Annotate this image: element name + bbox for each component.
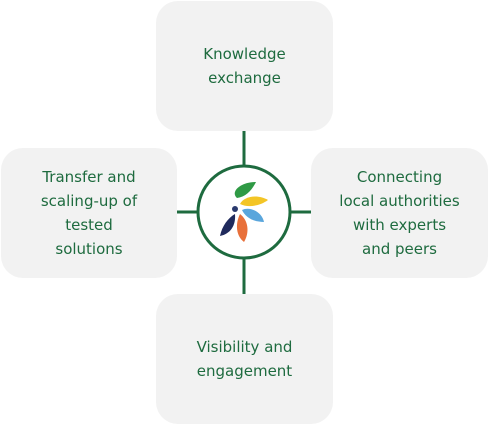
box-line: solutions: [55, 240, 123, 258]
box-line: Transfer and: [42, 168, 136, 186]
box-line: local authorities: [339, 192, 460, 210]
box-line: Connecting: [356, 168, 443, 186]
box-line: Knowledge: [203, 45, 286, 63]
box-line: tested: [65, 216, 113, 234]
knowledge-exchange-box: Knowledge exchange: [156, 1, 333, 131]
box-line: and peers: [362, 240, 437, 258]
visibility-engagement-box: Visibility and engagement: [156, 294, 333, 424]
box-line: Visibility and: [196, 338, 293, 356]
box-line: exchange: [208, 69, 281, 87]
transfer-scaling-box: Transfer and scaling-up of tested soluti…: [1, 148, 177, 278]
box-line: scaling-up of: [40, 192, 138, 210]
leaf-rosette-logo-icon: [220, 182, 268, 242]
connecting-authorities-box: Connecting local authorities with expert…: [311, 148, 488, 278]
box-line: engagement: [196, 362, 293, 380]
box-line: with experts: [352, 216, 447, 234]
